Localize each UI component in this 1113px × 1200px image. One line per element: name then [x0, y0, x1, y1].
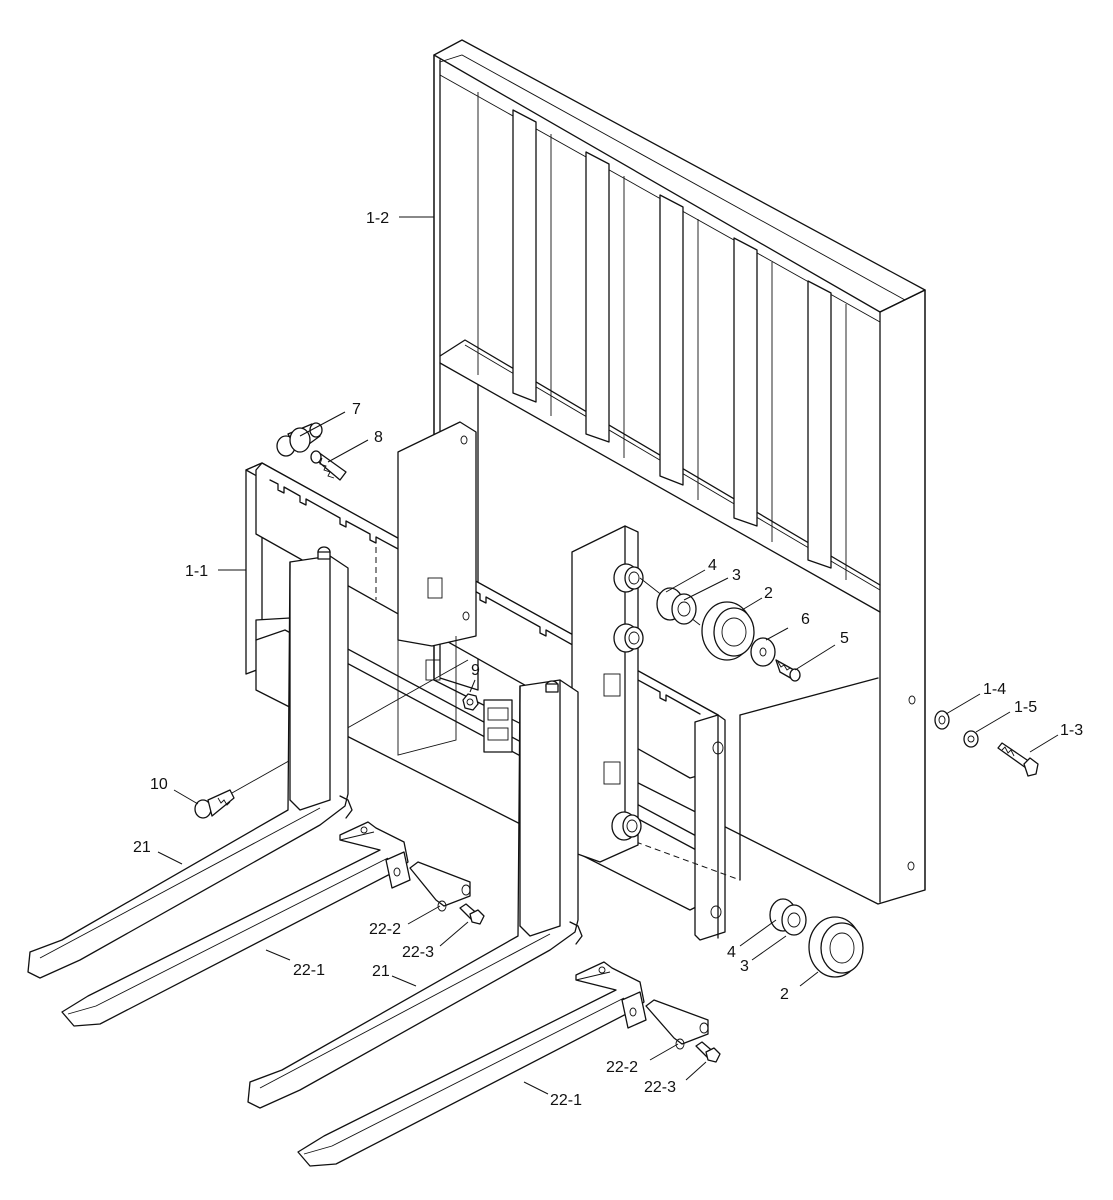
callout-22-3-left: 22-3	[402, 944, 434, 961]
callout-3: 3	[732, 567, 741, 584]
fork-extension-22-1-left	[61, 821, 411, 1027]
bolt-22-3-right	[695, 1041, 721, 1063]
callout-1-5: 1-5	[1014, 699, 1037, 716]
right-slide-plate	[571, 525, 644, 863]
callout-2-lower: 2	[780, 986, 789, 1003]
callout-22-3-right: 22-3	[644, 1079, 676, 1096]
fork-extension-22-1-right	[297, 961, 647, 1167]
callout-1-2: 1-2	[366, 210, 389, 227]
nut-9	[462, 693, 479, 711]
pin-22-2-right	[645, 999, 709, 1050]
leader-lines	[157, 216, 1059, 1095]
roller-stub-upper	[613, 563, 644, 593]
roller-stub-middle	[613, 623, 644, 653]
washer-6	[750, 637, 776, 667]
bolt-1-3	[997, 742, 1039, 777]
upper-roller-assembly	[639, 577, 801, 682]
callout-1-1: 1-1	[185, 563, 208, 580]
washer-1-5	[963, 730, 979, 748]
callout-5: 5	[840, 630, 849, 647]
fork-21-right	[247, 679, 583, 1109]
roller-stub-lower	[611, 811, 642, 841]
stopper-7	[276, 422, 323, 457]
lower-roller-assembly	[769, 898, 864, 978]
callout-6: 6	[801, 611, 810, 628]
pin-22-2-left	[409, 861, 471, 912]
callout-2: 2	[764, 585, 773, 602]
backrest-bars	[477, 92, 847, 580]
callout-1-4: 1-4	[983, 681, 1006, 698]
callout-10: 10	[150, 776, 168, 793]
washer-3-upper	[671, 593, 697, 625]
callout-1-3: 1-3	[1060, 722, 1083, 739]
callout-3-lower: 3	[740, 958, 749, 975]
callout-22-1-right: 22-1	[550, 1092, 582, 1109]
callout-4-lower: 4	[727, 944, 736, 961]
left-slide-plate	[397, 421, 477, 756]
bolt-22-3-left	[459, 903, 485, 925]
callout-labels: 1-2 7 8 1-1 4 3 2 6 5 9 1-4 1-5 1-3 10 2…	[133, 210, 1083, 1109]
screw-8	[310, 450, 347, 481]
callout-7: 7	[352, 401, 361, 418]
callout-22-1-left: 22-1	[293, 962, 325, 979]
callout-21-right: 21	[372, 963, 390, 980]
callout-21-left: 21	[133, 839, 151, 856]
fork-21-left	[27, 546, 353, 979]
washer-3-lower	[781, 904, 807, 936]
callout-22-2-left: 22-2	[369, 921, 401, 938]
callout-4: 4	[708, 557, 717, 574]
bolt-5	[775, 659, 801, 682]
washer-1-4	[934, 710, 950, 730]
callout-22-2-right: 22-2	[606, 1059, 638, 1076]
callout-8: 8	[374, 429, 383, 446]
callout-9: 9	[471, 662, 480, 679]
